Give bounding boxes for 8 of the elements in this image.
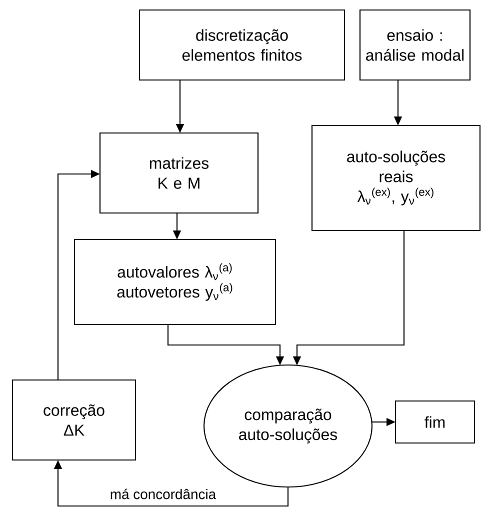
process-box: correção ΔK: [12, 379, 136, 461]
process-box: ensaio : análise modal: [359, 9, 471, 81]
process-box: auto-soluções reais λ$_{ν}$$^{(ex)}$, y$_{ν}$(ex): [311, 124, 481, 232]
edge-label: má concordância: [108, 488, 218, 500]
process-box: autovalores λ$_{ν}$(a) autovetores y$_{ν}$(a): [74, 238, 276, 326]
process-box: matrizes K e M: [99, 132, 259, 214]
process-box: fim: [394, 400, 476, 444]
process-box: discretização elementos finitos: [138, 9, 346, 81]
